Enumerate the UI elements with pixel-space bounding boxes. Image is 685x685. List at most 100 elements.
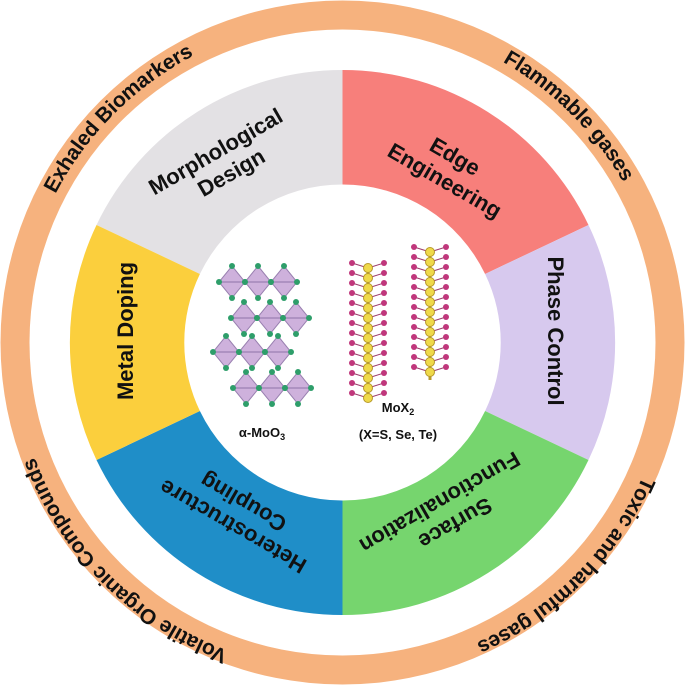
chalcogen-atom: [349, 300, 355, 306]
chalcogen-atom: [349, 280, 355, 286]
chalcogen-atom: [411, 334, 417, 340]
molybdenum-atom: [425, 337, 435, 347]
molybdenum-atom: [425, 307, 435, 317]
molybdenum-atom: [363, 293, 373, 303]
molybdenum-atom: [363, 393, 373, 403]
label-metal-doping: Metal Doping: [113, 262, 138, 400]
label-mox2-note: (X=S, Se, Te): [359, 427, 437, 442]
molybdenum-atom: [363, 333, 373, 343]
chalcogen-atom: [411, 294, 417, 300]
molybdenum-atom: [425, 247, 435, 257]
chalcogen-atom: [381, 380, 387, 386]
chalcogen-atom: [411, 304, 417, 310]
oxygen-atom: [269, 369, 275, 375]
chalcogen-atom: [443, 284, 449, 290]
chalcogen-atom: [411, 284, 417, 290]
oxygen-atom: [308, 385, 314, 391]
oxygen-atom: [243, 369, 249, 375]
molybdenum-atom: [425, 277, 435, 287]
oxygen-atom: [243, 401, 249, 407]
chalcogen-atom: [411, 314, 417, 320]
chalcogen-atom: [381, 390, 387, 396]
oxygen-atom: [228, 315, 234, 321]
oxygen-atom: [210, 349, 216, 355]
oxygen-atom: [229, 295, 235, 301]
chalcogen-atom: [349, 360, 355, 366]
chalcogen-atom: [349, 270, 355, 276]
oxygen-atom: [295, 369, 301, 375]
oxygen-atom: [256, 385, 262, 391]
chalcogen-atom: [381, 310, 387, 316]
label-phase-control: Phase Control: [543, 256, 568, 405]
sector-surface-functionalization: [342, 411, 589, 615]
oxygen-atom: [249, 365, 255, 371]
label-moo3: α-MoO3: [239, 425, 285, 442]
chalcogen-atom: [349, 330, 355, 336]
layered-octahedra-structure-icon: [210, 263, 314, 407]
molybdenum-atom: [363, 323, 373, 333]
molybdenum-atom: [425, 327, 435, 337]
chalcogen-atom: [349, 310, 355, 316]
oxygen-atom: [306, 315, 312, 321]
chalcogen-atom: [443, 324, 449, 330]
label-mox2: MoX2: [382, 400, 414, 417]
chalcogen-atom: [381, 270, 387, 276]
oxygen-atom: [295, 401, 301, 407]
oxygen-atom: [294, 279, 300, 285]
oxygen-atom: [269, 401, 275, 407]
molybdenum-atom: [425, 357, 435, 367]
chalcogen-atom: [381, 290, 387, 296]
oxygen-atom: [216, 279, 222, 285]
chalcogen-atom: [349, 370, 355, 376]
chalcogen-atom: [443, 294, 449, 300]
oxygen-atom: [281, 295, 287, 301]
chalcogen-atom: [411, 364, 417, 370]
chalcogen-atom: [443, 344, 449, 350]
oxygen-atom: [267, 331, 273, 337]
chalcogen-atom: [381, 300, 387, 306]
center-circle: [185, 185, 500, 500]
chalcogen-atom: [443, 314, 449, 320]
oxygen-atom: [249, 333, 255, 339]
molybdenum-atom: [363, 383, 373, 393]
oxygen-atom: [254, 315, 260, 321]
chalcogen-atom: [381, 330, 387, 336]
chalcogen-atom: [349, 340, 355, 346]
chalcogen-atom: [349, 390, 355, 396]
molybdenum-atom: [363, 263, 373, 273]
oxygen-atom: [268, 279, 274, 285]
molybdenum-atom: [363, 363, 373, 373]
chalcogen-atom: [349, 350, 355, 356]
molybdenum-atom: [363, 353, 373, 363]
chalcogen-atom: [381, 350, 387, 356]
molybdenum-atom: [425, 317, 435, 327]
oxygen-atom: [255, 295, 261, 301]
chalcogen-atom: [443, 354, 449, 360]
oxygen-atom: [282, 385, 288, 391]
oxygen-atom: [230, 385, 236, 391]
chalcogen-atom: [381, 320, 387, 326]
sector-heterostructure-coupling: [96, 411, 343, 615]
oxygen-atom: [255, 263, 261, 269]
chalcogen-atom: [443, 264, 449, 270]
chalcogen-atom: [443, 254, 449, 260]
chalcogen-atom: [411, 324, 417, 330]
chalcogen-atom: [443, 244, 449, 250]
molybdenum-atom: [363, 343, 373, 353]
sector-morphological-design: [96, 69, 343, 274]
chalcogen-atom: [411, 264, 417, 270]
chalcogen-atom: [381, 360, 387, 366]
oxygen-atom: [293, 331, 299, 337]
chalcogen-atom: [411, 244, 417, 250]
molybdenum-atom: [425, 257, 435, 267]
sector-phase-control: [485, 225, 616, 460]
molybdenum-atom: [363, 313, 373, 323]
molybdenum-atom: [363, 373, 373, 383]
chalcogen-atom: [443, 364, 449, 370]
oxygen-atom: [241, 331, 247, 337]
sector-edge-engineering: [342, 69, 589, 274]
oxygen-atom: [242, 279, 248, 285]
chalcogen-atom: [349, 260, 355, 266]
chalcogen-atom: [443, 274, 449, 280]
chalcogen-atom: [381, 370, 387, 376]
